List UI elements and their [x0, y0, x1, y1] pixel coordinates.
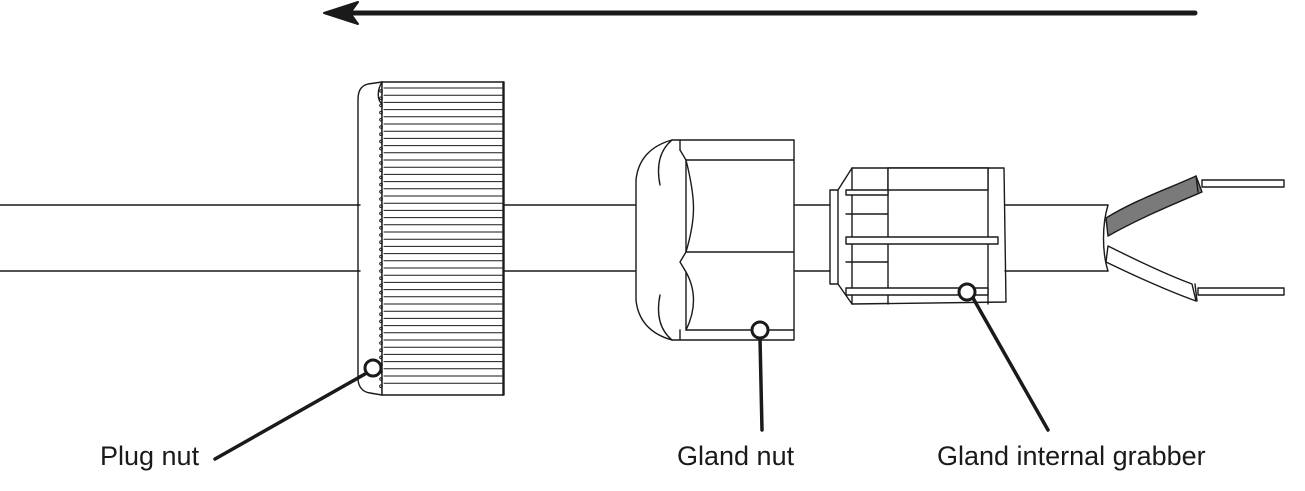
plug-nut-knurling — [379, 87, 503, 389]
gland-internal-grabber — [829, 167, 1007, 305]
cable — [0, 204, 1109, 272]
plug-nut-marker — [363, 358, 383, 378]
gland-nut-label: Gland nut — [677, 441, 795, 471]
plug-nut-label: Plug nut — [100, 441, 200, 471]
gland-nut — [635, 139, 795, 341]
callout-leaders — [213, 296, 1050, 461]
cable-wires — [1105, 175, 1285, 302]
grabber-marker — [957, 282, 977, 302]
gland-internal-grabber-label: Gland internal grabber — [937, 441, 1206, 471]
arrow-left-icon — [323, 1, 1198, 25]
gland-nut-marker — [750, 320, 770, 340]
plug-nut — [357, 81, 505, 396]
callout-markers — [363, 282, 977, 378]
